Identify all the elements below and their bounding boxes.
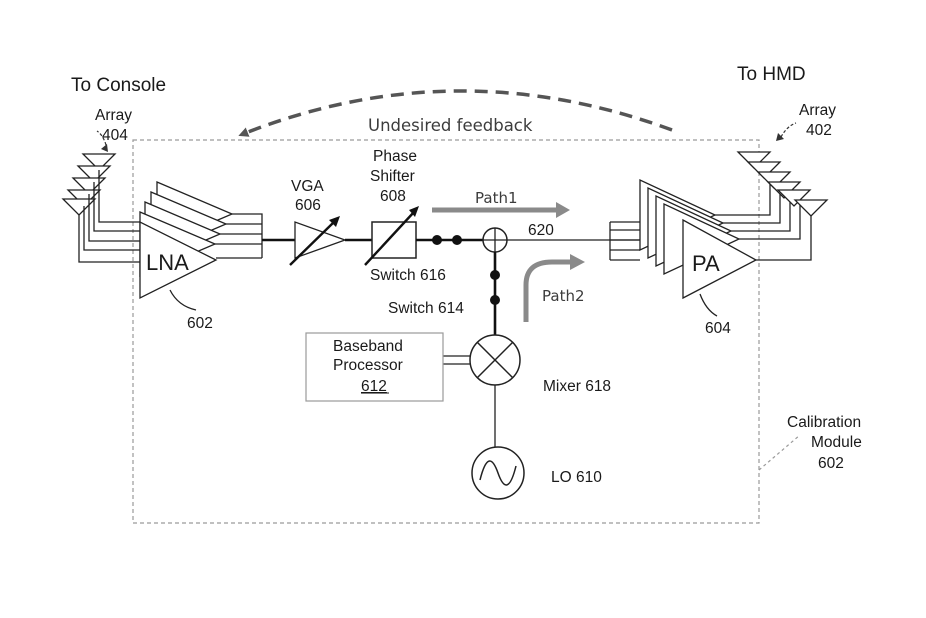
- to-console-label: To Console: [71, 75, 166, 96]
- right-array-label-2: 402: [806, 122, 832, 139]
- right-antenna-array: [736, 151, 829, 217]
- right-array-leader: [780, 122, 797, 138]
- lo-label: LO 610: [551, 469, 602, 486]
- phase-shifter-label-3: 608: [380, 188, 406, 205]
- lo-oscillator: [471, 446, 525, 500]
- vga-label-2: 606: [295, 197, 321, 214]
- calibration-leader-line: [758, 434, 801, 471]
- vga-block: [289, 216, 347, 266]
- baseband-label-3: 612: [361, 378, 387, 395]
- switch-616-label: Switch 616: [370, 267, 446, 284]
- calibration-label-3: 602: [818, 455, 844, 472]
- baseband-processor-box: [305, 332, 444, 402]
- lna-amplifier-stack: [139, 181, 263, 300]
- path2-arrow: [523, 254, 585, 322]
- switch-614-dot-1: [490, 270, 500, 280]
- undesired-feedback-arrow: [238, 89, 673, 137]
- switch-614-label: Switch 614: [388, 300, 464, 317]
- combiner-620: [482, 227, 508, 253]
- left-array-label-2: 404: [102, 127, 128, 144]
- path1-arrow: [432, 202, 570, 218]
- left-array-label-1: Array: [95, 107, 132, 124]
- pa-label: PA: [692, 251, 720, 276]
- phase-shifter-block: [364, 206, 419, 266]
- switch-616-dot-1: [432, 235, 442, 245]
- phase-shifter-label-2: Shifter: [370, 168, 415, 185]
- combiner-ref: 620: [528, 222, 554, 239]
- path1-label: Path1: [475, 189, 518, 207]
- lna-ref: 602: [187, 315, 213, 332]
- right-array-pointer: [776, 133, 784, 141]
- right-array-label-1: Array: [799, 102, 836, 119]
- to-hmd-label: To HMD: [737, 64, 806, 85]
- pa-leader: [699, 293, 718, 317]
- calibration-label-2: Module: [811, 434, 862, 451]
- lna-leader: [169, 289, 197, 311]
- undesired-feedback-label: Undesired feedback: [368, 116, 533, 135]
- lna-label: LNA: [146, 250, 189, 275]
- switch-616-dot-2: [452, 235, 462, 245]
- phase-shifter-label-1: Phase: [373, 148, 417, 165]
- baseband-label-1: Baseband: [333, 338, 403, 355]
- mixer-label: Mixer 618: [543, 378, 611, 395]
- pa-ref: 604: [705, 320, 731, 337]
- switch-614-dot-2: [490, 295, 500, 305]
- mixer-618: [469, 334, 521, 386]
- left-array-leader: [96, 130, 107, 146]
- path2-label: Path2: [542, 287, 585, 305]
- pa-amplifier-stack: [609, 178, 758, 300]
- calibration-label-1: Calibration: [787, 414, 861, 431]
- baseband-label-2: Processor: [333, 357, 403, 374]
- left-array-pointer: [101, 144, 108, 152]
- vga-label-1: VGA: [291, 178, 324, 195]
- baseband-mixer-wires: [443, 355, 470, 365]
